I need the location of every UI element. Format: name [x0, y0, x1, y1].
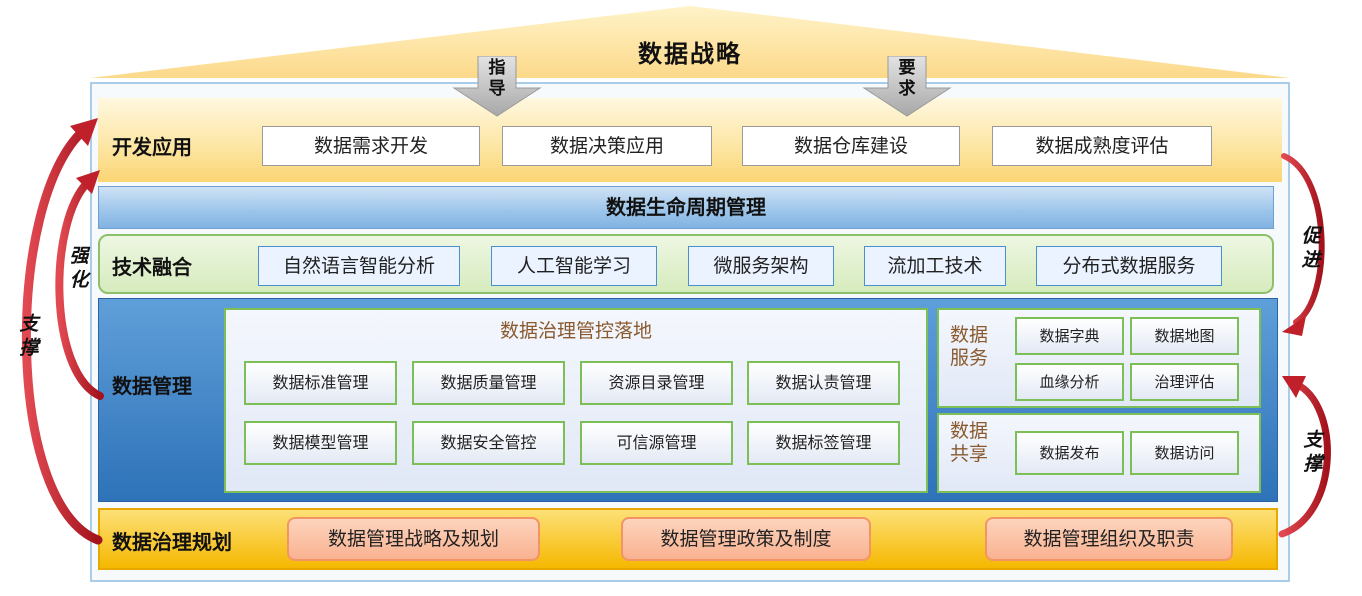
- roof-shape: [90, 6, 1290, 78]
- governance-planning-label: 数据治理规划: [112, 530, 232, 554]
- gov-item-tag: 数据标签管理: [747, 421, 900, 465]
- data-management-label: 数据管理: [112, 374, 192, 398]
- tech-item-ai: 人工智能学习: [491, 246, 657, 286]
- right-bottom-char-1: 支: [1303, 429, 1323, 451]
- dev-item-requirement: 数据需求开发: [262, 126, 480, 166]
- dev-application-label: 开发应用: [112, 135, 192, 159]
- lifecycle-row: 数据生命周期管理: [98, 186, 1274, 229]
- data-service-title-line2: 服务: [950, 347, 989, 369]
- left-outer-char-2: 撑: [19, 337, 39, 359]
- require-char-2: 求: [898, 79, 916, 99]
- left-inner-char-2: 化: [69, 269, 89, 291]
- gov-item-security: 数据安全管控: [412, 421, 565, 465]
- right-top-promote-label: 促 进: [1296, 224, 1326, 272]
- strategy-title: 数据战略: [638, 40, 742, 68]
- tech-item-stream: 流加工技术: [864, 246, 1006, 286]
- right-bottom-char-2: 撑: [1303, 453, 1323, 475]
- right-bottom-support-label: 支 撑: [1298, 428, 1328, 476]
- service-item-dictionary: 数据字典: [1015, 317, 1124, 355]
- data-share-title: 数据 共享: [950, 420, 988, 466]
- share-item-access: 数据访问: [1130, 431, 1239, 475]
- plan-item-strategy: 数据管理战略及规划: [287, 517, 540, 561]
- data-share-title-line1: 数据: [950, 420, 989, 442]
- gov-item-catalog: 资源目录管理: [580, 361, 733, 405]
- service-item-lineage: 血缘分析: [1015, 363, 1124, 401]
- guide-char-2: 导: [488, 79, 506, 99]
- left-inner-char-1: 强: [69, 245, 89, 267]
- data-service-title-line1: 数据: [950, 324, 989, 346]
- service-item-assessment: 治理评估: [1130, 363, 1239, 401]
- gov-item-trusted-source: 可信源管理: [580, 421, 733, 465]
- gov-item-model: 数据模型管理: [244, 421, 397, 465]
- tech-item-microservice: 微服务架构: [688, 246, 834, 286]
- dev-item-warehouse: 数据仓库建设: [742, 126, 960, 166]
- tech-fusion-label: 技术融合: [112, 255, 192, 279]
- right-top-char-1: 促: [1301, 225, 1321, 247]
- service-item-map: 数据地图: [1130, 317, 1239, 355]
- strategy-roof: [90, 6, 1290, 78]
- left-outer-support-label: 支 撑: [14, 312, 44, 360]
- governance-title: 数据治理管控落地: [499, 320, 652, 342]
- require-label: 要 求: [887, 58, 927, 100]
- require-char-1: 要: [898, 58, 916, 78]
- dev-item-maturity: 数据成熟度评估: [992, 126, 1212, 166]
- guide-arrow: [452, 56, 542, 117]
- left-inner-strengthen-label: 强 化: [64, 244, 94, 292]
- plan-item-policy: 数据管理政策及制度: [621, 517, 871, 561]
- data-share-title-line2: 共享: [950, 443, 989, 465]
- share-item-publish: 数据发布: [1015, 431, 1124, 475]
- guide-label: 指 导: [477, 58, 517, 100]
- data-service-title: 数据 服务: [950, 324, 988, 370]
- require-arrow: [862, 56, 952, 117]
- guide-char-1: 指: [488, 58, 506, 78]
- gov-item-ownership: 数据认责管理: [747, 361, 900, 405]
- plan-item-organization: 数据管理组织及职责: [985, 517, 1233, 561]
- gov-item-quality: 数据质量管理: [412, 361, 565, 405]
- right-top-char-2: 进: [1301, 249, 1321, 271]
- tech-item-nlp: 自然语言智能分析: [258, 246, 460, 286]
- gov-item-standard: 数据标准管理: [244, 361, 397, 405]
- left-outer-char-1: 支: [19, 313, 39, 335]
- tech-item-distributed: 分布式数据服务: [1036, 246, 1222, 286]
- dev-item-decision: 数据决策应用: [502, 126, 712, 166]
